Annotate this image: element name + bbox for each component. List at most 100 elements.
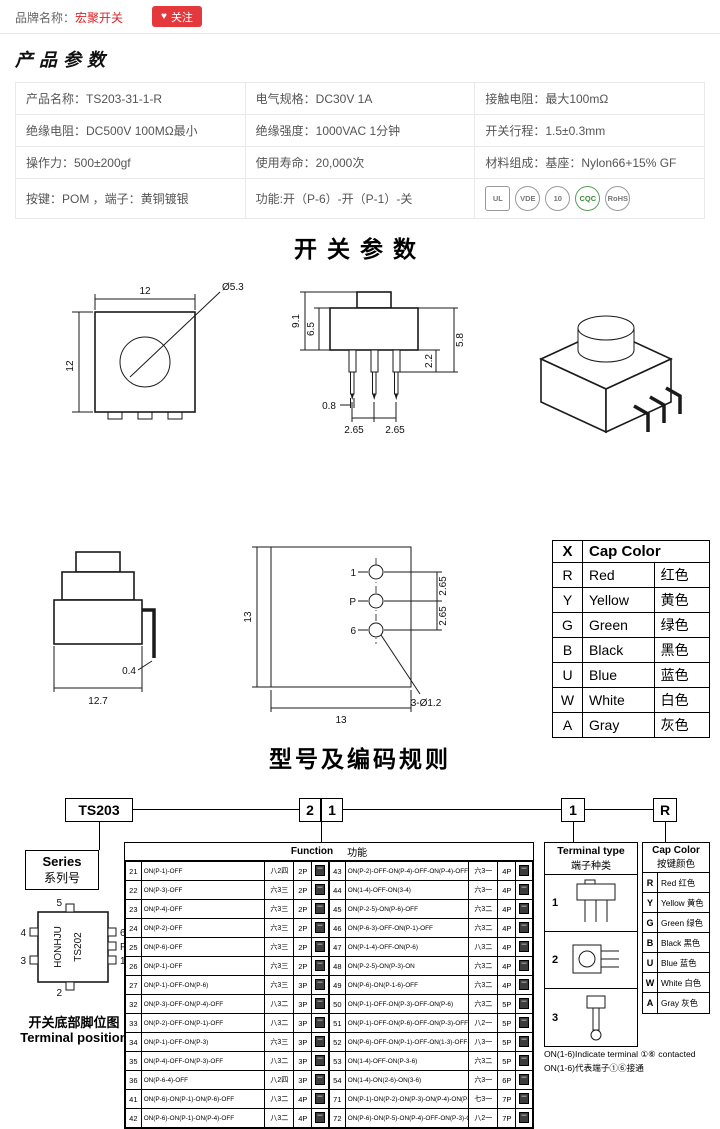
function-sequence: ON(1-4)-OFF-ON(3-4) <box>344 880 470 900</box>
cap-color-name: Blue 蓝色 <box>661 957 697 968</box>
drawing-profile-view: 0.4 12.7 <box>53 551 156 707</box>
function-row: 44 ON(1-4)-OFF-ON(3-4) 六3一 4P <box>329 880 533 900</box>
cap-color-name: Green 绿色 <box>661 917 703 928</box>
cap-color-box: Cap Color 按键颜色 R Red 红色 Y Yellow 黄色 G Gr… <box>642 842 710 1014</box>
function-no: 22 <box>125 880 142 900</box>
function-sequence: ON(P-2-5)-ON(P-6)-OFF <box>344 899 470 919</box>
cap-name-en: Black <box>582 637 655 663</box>
function-poles: 3P <box>293 1051 313 1071</box>
function-poles: 7P <box>497 1108 517 1128</box>
cap-color-header-en: Cap Color <box>652 845 700 856</box>
table-row: 产品名称：TS203-31-1-R 电气规格：DC30V 1A 接触电阻：最大1… <box>15 82 705 115</box>
function-row: 27 ON(P-1)-OFF-ON(P-6) 六3三 3P <box>125 975 329 995</box>
function-no: 47 <box>329 937 346 957</box>
connector-line <box>99 822 100 850</box>
function-tag: 八3二 <box>264 994 295 1014</box>
function-table: Function 功能 21 ON(P-1)-OFF 八2四 2P 22 <box>124 842 534 1129</box>
function-no: 25 <box>125 937 142 957</box>
function-no: 49 <box>329 975 346 995</box>
dim-side-pitch2: 2.65 <box>385 425 405 436</box>
cert-logo-icon: 10 <box>545 186 571 211</box>
cap-color-code: Y <box>643 893 658 912</box>
dim-front-hole: Ø5.3 <box>222 282 244 293</box>
function-no: 21 <box>125 861 142 881</box>
param-cell: 功能:开（P-6）-开（P-1）-关 <box>244 178 476 219</box>
cap-color-name: Red 红色 <box>661 877 696 888</box>
function-row: 22 ON(P-3)-OFF 六3三 2P <box>125 880 329 900</box>
function-sequence: ON(P-2)-OFF-ON(P-4)-OFF-ON(P-4)-OFF <box>344 861 470 881</box>
function-sequence: ON(1-4)-ON(2-6)-ON(3-6) <box>344 1070 470 1090</box>
cap-color-option: B Black 黑色 <box>643 933 709 953</box>
product-params-table: 产品名称：TS203-31-1-R 电气规格：DC30V 1A 接触电阻：最大1… <box>15 82 705 219</box>
function-header-en: Function <box>290 846 334 857</box>
drawing-front-view: 12 12 Ø5.3 <box>65 282 244 420</box>
cap-name-zh: 绿色 <box>653 612 711 638</box>
dim-profile-pin: 0.4 <box>122 666 136 677</box>
param-cell: 绝缘强度：1000VAC 1分钟 <box>244 114 476 147</box>
terminal-option-2: 2 <box>545 932 637 989</box>
cap-name-zh: 黑色 <box>653 637 711 663</box>
function-no: 50 <box>329 994 346 1014</box>
function-sequence: ON(P-4)-OFF-ON(P-3)-OFF <box>140 1051 266 1071</box>
chip-pin-1: 1 <box>120 956 126 967</box>
function-diagram-icon <box>315 903 326 915</box>
function-diagram-icon <box>519 1112 530 1124</box>
follow-button[interactable]: ♥ 关注 <box>152 6 202 27</box>
function-tag: 八2四 <box>264 1070 295 1090</box>
function-no: 35 <box>125 1051 142 1071</box>
connector-line <box>665 822 666 842</box>
function-row: 36 ON(P-6-4)-OFF 八2四 3P <box>125 1070 329 1090</box>
function-diagram-icon <box>315 1112 326 1124</box>
function-row: 54 ON(1-4)-ON(2-6)-ON(3-6) 六3一 6P <box>329 1070 533 1090</box>
cap-color-code: W <box>643 973 658 992</box>
function-no: 53 <box>329 1051 346 1071</box>
function-tag: 六3一 <box>468 861 499 881</box>
param-cell: 按键：POM ，端子：黄铜镀银 <box>15 178 246 219</box>
note-line-en: ON(1-6)Indicate terminal ①⑥ contacted <box>544 1049 696 1059</box>
cap-code: U <box>552 662 583 688</box>
code-box-color: R <box>653 798 677 822</box>
function-diagram-icon <box>315 960 326 972</box>
cap-color-code: G <box>643 913 658 932</box>
function-diagram-icon <box>315 1093 326 1105</box>
function-diagram-icon <box>519 884 530 896</box>
function-sequence: ON(P-1)-OFF <box>140 861 266 881</box>
function-tag: 六3三 <box>264 937 295 957</box>
cap-name-zh: 红色 <box>653 562 711 588</box>
function-no: 72 <box>329 1108 346 1128</box>
cap-color-name: White 白色 <box>661 977 702 988</box>
function-row: 33 ON(P-2)-OFF-ON(P-1)-OFF 八3二 3P <box>125 1013 329 1033</box>
cap-name-header: Cap Color <box>582 540 710 563</box>
function-no: 45 <box>329 899 346 919</box>
brand-name-link[interactable]: 宏聚开关 <box>75 11 124 25</box>
cap-color-option: U Blue 蓝色 <box>643 953 709 973</box>
cap-name-zh: 灰色 <box>653 712 711 738</box>
function-tag: 八3二 <box>264 1108 295 1128</box>
table-row: 绝缘电阻：DC500V 100MΩ最小 绝缘强度：1000VAC 1分钟 开关行… <box>15 114 705 147</box>
series-label-zh: 系列号 <box>43 871 80 885</box>
function-poles: 2P <box>293 861 313 881</box>
cap-code: G <box>552 612 583 638</box>
function-diagram-icon <box>519 1017 530 1029</box>
cap-color-table: X Cap Color R Red 红色 Y Yellow 黄色 G Green… <box>552 540 711 738</box>
function-tag: 六3一 <box>468 880 499 900</box>
cap-color-row: Y Yellow 黄色 <box>552 587 711 613</box>
function-sequence: ON(P-1)-OFF-ON(P-6) <box>140 975 266 995</box>
function-poles: 3P <box>293 975 313 995</box>
dim-bottom-gap2: 2.65 <box>438 606 449 626</box>
function-no: 34 <box>125 1032 142 1052</box>
function-poles: 2P <box>293 880 313 900</box>
cap-color-code: U <box>643 953 658 972</box>
function-no: 26 <box>125 956 142 976</box>
table-row: 操作力：500±200gf 使用寿命：20,000次 材料组成：基座：Nylon… <box>15 146 705 179</box>
function-diagram-icon <box>519 941 530 953</box>
function-poles: 4P <box>497 880 517 900</box>
drawing-side-view: 9.1 6.5 5.8 2.2 0.8 2.65 2.65 <box>291 291 466 436</box>
cap-name-en: White <box>582 687 655 713</box>
terminal-type-header-zh: 端子种类 <box>571 861 611 872</box>
cap-name-en: Yellow <box>582 587 655 613</box>
function-poles: 4P <box>497 956 517 976</box>
dim-side-pinw: 0.8 <box>322 401 336 412</box>
